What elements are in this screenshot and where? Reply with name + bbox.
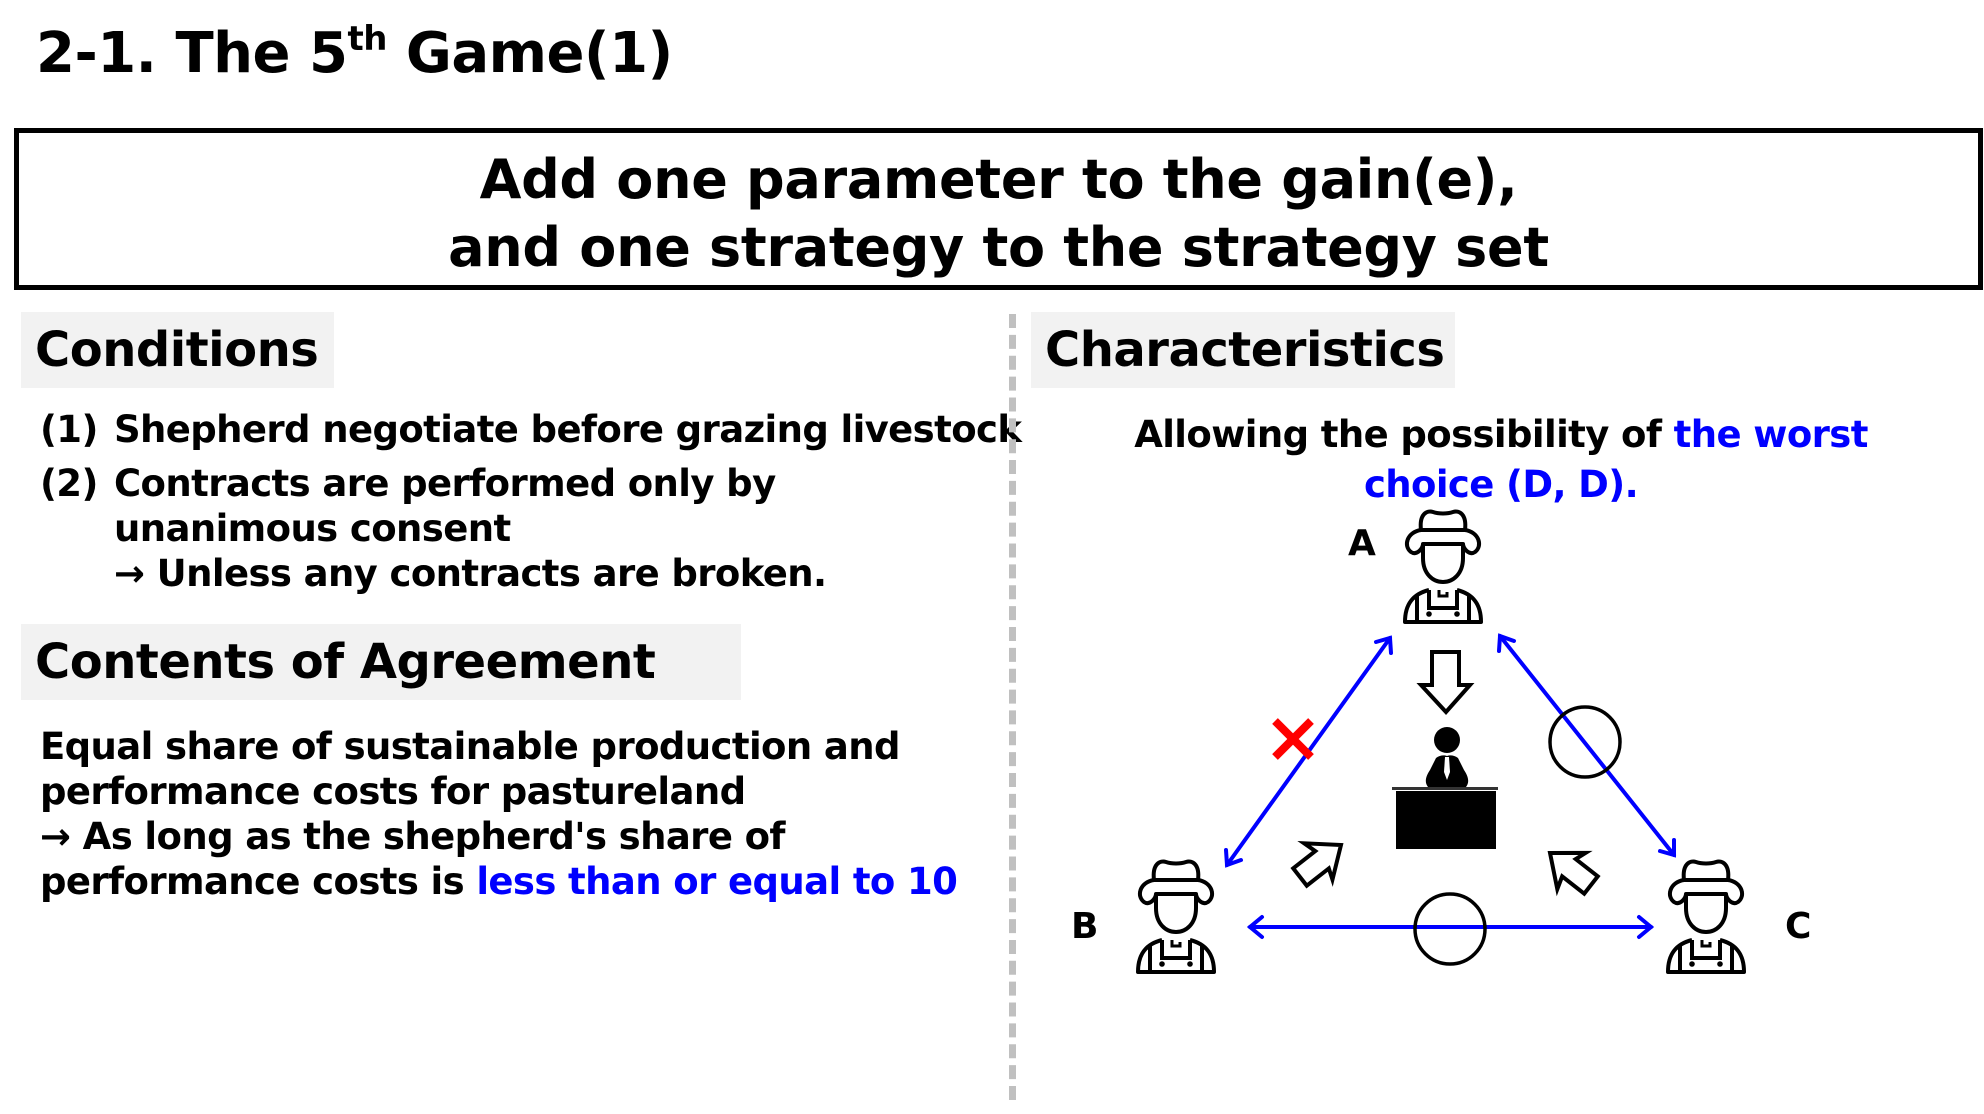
node-label-c: C <box>1785 906 1812 947</box>
agreement-line: → As long as the shepherd's share of <box>40 815 786 858</box>
conditions-list: (1) Shepherd negotiate before grazing li… <box>40 408 1022 608</box>
condition-item: (1) Shepherd negotiate before grazing li… <box>40 408 1022 452</box>
link-a-c <box>1497 633 1676 858</box>
conditions-heading: Conditions <box>21 312 334 388</box>
condition-number: (1) <box>40 408 98 451</box>
arrow-b-to-center-icon <box>1283 824 1357 897</box>
condition-note: → Unless any contracts are broken. <box>40 552 1000 596</box>
agreement-heading: Contents of Agreement <box>21 624 741 700</box>
condition-text: Shepherd negotiate before grazing livest… <box>114 408 1022 451</box>
judge-at-desk-icon <box>1392 727 1498 849</box>
agreement-line: performance costs is less than or equal … <box>40 860 1000 905</box>
section-divider <box>1009 314 1016 1100</box>
condition-item: (2) Contracts are performed only by <box>40 462 1000 506</box>
node-label-a: A <box>1348 523 1376 564</box>
arrow-c-to-center-icon <box>1533 833 1607 906</box>
condition-note-text: → Unless any contracts are broken. <box>114 552 827 595</box>
headline-box: Add one parameter to the gain(e), and on… <box>14 128 1983 290</box>
condition-text: Contracts are performed only by <box>114 462 776 505</box>
characteristics-plain: Allowing the possibility of <box>1134 413 1674 456</box>
headline-line-2: and one strategy to the strategy set <box>448 216 1549 279</box>
agreement-line-text: performance costs is <box>40 860 477 903</box>
title-text: 2-1. The 5 <box>36 21 348 86</box>
agreement-line: Equal share of sustainable production an… <box>40 725 900 768</box>
characteristics-text: Allowing the possibility of the worst ch… <box>1031 410 1971 510</box>
broken-mark-icon <box>1272 718 1314 760</box>
agreed-mark-a-c-icon <box>1548 705 1622 779</box>
characteristics-highlight: the worst <box>1673 413 1869 456</box>
arrow-a-to-center-icon <box>1416 650 1475 715</box>
condition-continuation: unanimous consent <box>40 507 1000 551</box>
link-b-c <box>1246 915 1655 939</box>
title-superscript: th <box>347 19 387 59</box>
farmer-a-icon <box>1403 509 1483 624</box>
condition-text-continued: unanimous consent <box>114 507 511 550</box>
characteristics-line-1: Allowing the possibility of the worst <box>1031 410 1971 460</box>
agreement-text: Equal share of sustainable production an… <box>40 725 1000 905</box>
page-title: 2-1. The 5th Game(1) <box>36 14 673 101</box>
condition-number: (2) <box>40 462 98 505</box>
farmer-c-icon <box>1666 859 1746 974</box>
agreement-highlight: less than or equal to 10 <box>476 860 958 903</box>
headline-line-1: Add one parameter to the gain(e), <box>479 148 1518 211</box>
agreement-line: performance costs for pastureland <box>40 770 746 813</box>
title-suffix: Game(1) <box>386 21 673 86</box>
agreed-mark-b-c-icon <box>1413 892 1487 966</box>
characteristics-line-2: choice (D, D). <box>1363 463 1639 506</box>
node-label-b: B <box>1071 906 1099 947</box>
farmer-b-icon <box>1136 859 1216 974</box>
characteristics-heading: Characteristics <box>1031 312 1455 388</box>
